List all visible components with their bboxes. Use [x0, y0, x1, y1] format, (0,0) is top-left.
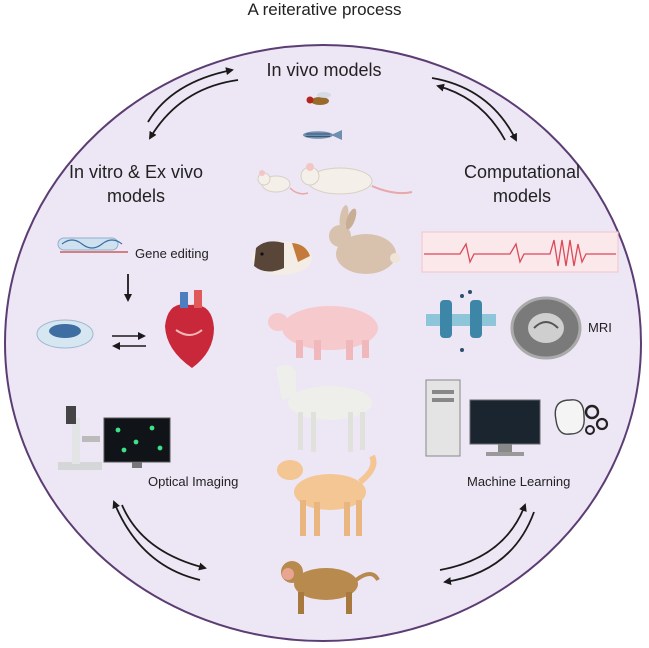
computer-icon [425, 379, 541, 457]
arrow-top-right-b [436, 83, 506, 141]
section-computational-line1: Computational [463, 162, 581, 182]
mri-label: MRI [588, 320, 612, 335]
rat-icon [300, 163, 413, 195]
mri-scan-icon [510, 296, 582, 360]
gene-editing-icon [57, 237, 128, 253]
goat-icon [276, 364, 372, 452]
gene-editing-label: Gene editing [135, 246, 209, 261]
arrow-top-left-b [147, 67, 234, 123]
optical-imaging-label: Optical Imaging [148, 474, 239, 489]
section-in-vitro: In vitro & Ex vivo models [46, 160, 226, 208]
arrow-top-right-a [431, 77, 517, 142]
mouse-icon [257, 170, 309, 195]
arrow-bottom-left-b [112, 500, 201, 581]
monitor-icon [103, 417, 171, 468]
petri-dish-icon [36, 319, 94, 349]
pig-icon [268, 306, 378, 360]
section-computational-line2: models [492, 186, 552, 206]
page-title: A reiterative process [247, 0, 402, 19]
cycle-arrows [112, 67, 535, 586]
section-in-vivo-label: In vivo models [266, 60, 382, 80]
section-computational: Computational models [436, 160, 608, 208]
guinea-pig-icon [252, 241, 312, 275]
ecg-icon [421, 231, 619, 273]
machine-learning-label: Machine Learning [467, 474, 571, 489]
ion-channel-icon [426, 290, 496, 352]
monkey-icon [281, 561, 380, 614]
zebrafish-icon [303, 130, 342, 140]
section-in-vitro-line2: models [106, 186, 166, 206]
dog-icon [277, 454, 377, 536]
fruit-fly-icon [306, 92, 331, 105]
heart-icon [165, 290, 214, 368]
section-in-vivo: In vivo models [224, 58, 424, 82]
rabbit-icon [329, 205, 400, 274]
bidirectional-arrows [112, 332, 146, 350]
section-in-vitro-line1: In vitro & Ex vivo [68, 162, 204, 182]
arrow-bottom-right-a [439, 503, 527, 571]
arrow-top-left-a [148, 79, 239, 140]
microscope-icon [58, 406, 102, 470]
arrow-bottom-left-a [121, 504, 207, 571]
arrow-bottom-right-b [443, 511, 535, 586]
brain-gears-icon [554, 399, 609, 435]
